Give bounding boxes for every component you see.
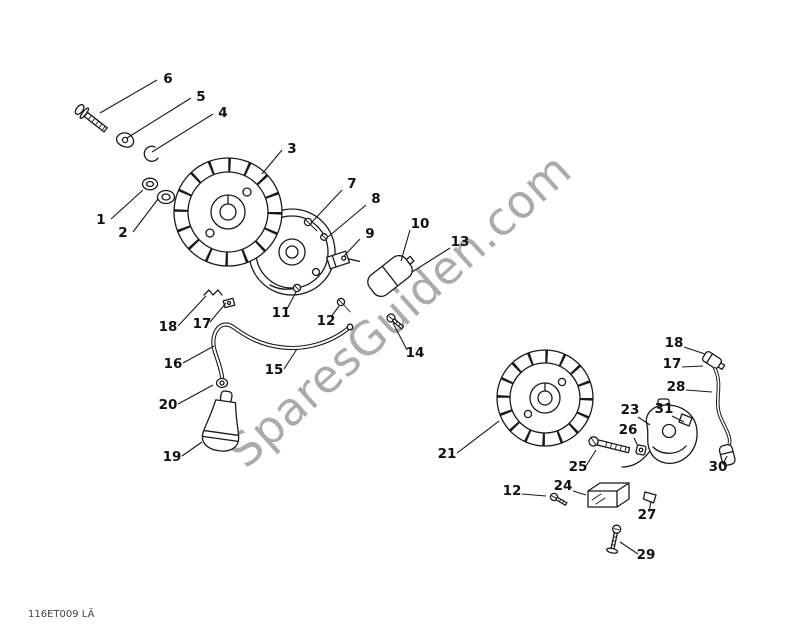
- screw-8: [320, 233, 328, 241]
- leader: [572, 490, 587, 496]
- callout-16: 16: [164, 356, 183, 372]
- screw-12-left: [336, 297, 351, 313]
- coil-bracket: [678, 413, 693, 427]
- screw-11: [292, 283, 302, 293]
- leader: [132, 198, 159, 233]
- callout-12-left: 12: [317, 313, 336, 329]
- leader: [151, 113, 214, 153]
- ground-wire: [211, 322, 354, 380]
- callout-21: 21: [438, 446, 457, 462]
- callout-7: 7: [347, 176, 356, 192]
- circlip: [143, 145, 159, 162]
- callout-23: 23: [621, 402, 640, 418]
- callout-8: 8: [371, 191, 380, 207]
- contact-spring: [203, 289, 223, 296]
- callout-31: 31: [655, 401, 674, 417]
- callout-13: 13: [451, 234, 470, 250]
- leader: [343, 238, 361, 257]
- callout-6: 6: [163, 71, 172, 87]
- callout-25: 25: [569, 459, 588, 475]
- spark-plug-boot: [201, 390, 240, 452]
- leader: [110, 189, 144, 220]
- flywheel-left: [173, 157, 283, 267]
- callout-15: 15: [265, 362, 284, 378]
- mounting-screw: [74, 104, 108, 133]
- callout-3: 3: [287, 141, 296, 157]
- leader: [177, 295, 207, 327]
- leader: [261, 149, 283, 175]
- callout-30: 30: [709, 459, 728, 475]
- callout-labels: 6 5 4 3 1 2 7 8 9 10 13 18 17 16 11 12 1…: [96, 71, 727, 563]
- leader: [330, 305, 340, 318]
- callout-11: 11: [272, 305, 291, 321]
- washer-large: [156, 189, 176, 205]
- coil-screw: [588, 436, 631, 454]
- leader: [521, 493, 547, 497]
- wire-eyelet: [215, 377, 229, 389]
- screw-29: [606, 524, 622, 554]
- leader: [456, 420, 500, 454]
- callout-18-right: 18: [665, 335, 684, 351]
- callout-1: 1: [96, 212, 105, 228]
- condenser: [367, 254, 415, 298]
- leader: [283, 348, 298, 370]
- leader: [209, 302, 227, 323]
- leader: [671, 415, 685, 423]
- spade-terminal: [701, 350, 726, 371]
- leader: [99, 79, 158, 114]
- right-assembly: [496, 349, 736, 554]
- callout-10: 10: [411, 216, 430, 232]
- leader: [177, 384, 214, 405]
- callout-9: 9: [365, 226, 374, 242]
- callout-17-left: 17: [193, 316, 212, 332]
- callout-17-right: 17: [663, 356, 682, 372]
- callout-24: 24: [554, 478, 573, 494]
- leader: [685, 389, 713, 393]
- leader: [637, 416, 651, 426]
- callout-12-right: 12: [503, 483, 522, 499]
- leader: [311, 189, 343, 223]
- hv-wire: [713, 367, 732, 450]
- callout-4: 4: [218, 105, 227, 121]
- callout-27: 27: [638, 507, 657, 523]
- screw-14: [386, 313, 405, 330]
- callout-18-left: 18: [159, 319, 178, 335]
- callout-26: 26: [619, 422, 638, 438]
- leader-lines: [99, 79, 728, 555]
- leader: [683, 346, 706, 355]
- leader: [392, 322, 408, 351]
- washer-small: [141, 177, 159, 191]
- wire-boot: [718, 443, 736, 466]
- leader: [400, 229, 411, 262]
- ignition-module: [587, 482, 630, 508]
- screw-7: [303, 217, 318, 232]
- leader: [126, 97, 192, 139]
- drawing-code: 116ET009 LÄ: [28, 607, 95, 620]
- callout-28: 28: [667, 379, 686, 395]
- callout-5: 5: [196, 89, 205, 105]
- retainer-clip: [642, 491, 657, 504]
- leader: [585, 449, 597, 467]
- leader: [722, 455, 728, 465]
- leader: [619, 541, 639, 555]
- leader: [182, 345, 215, 364]
- left-assembly: [74, 104, 415, 452]
- callout-20: 20: [159, 397, 178, 413]
- contact-piece: [222, 297, 236, 309]
- callout-14: 14: [406, 345, 425, 361]
- leader: [286, 291, 297, 310]
- callout-29: 29: [637, 547, 656, 563]
- flywheel-right: [496, 349, 594, 447]
- screw-12-right: [549, 492, 568, 506]
- leader: [181, 441, 203, 457]
- square-nut: [635, 444, 647, 456]
- leader: [681, 365, 704, 368]
- leader: [411, 247, 451, 273]
- leader: [648, 500, 652, 513]
- leader: [327, 204, 367, 238]
- leader: [633, 437, 639, 447]
- callout-2: 2: [118, 225, 127, 241]
- callout-19: 19: [163, 449, 182, 465]
